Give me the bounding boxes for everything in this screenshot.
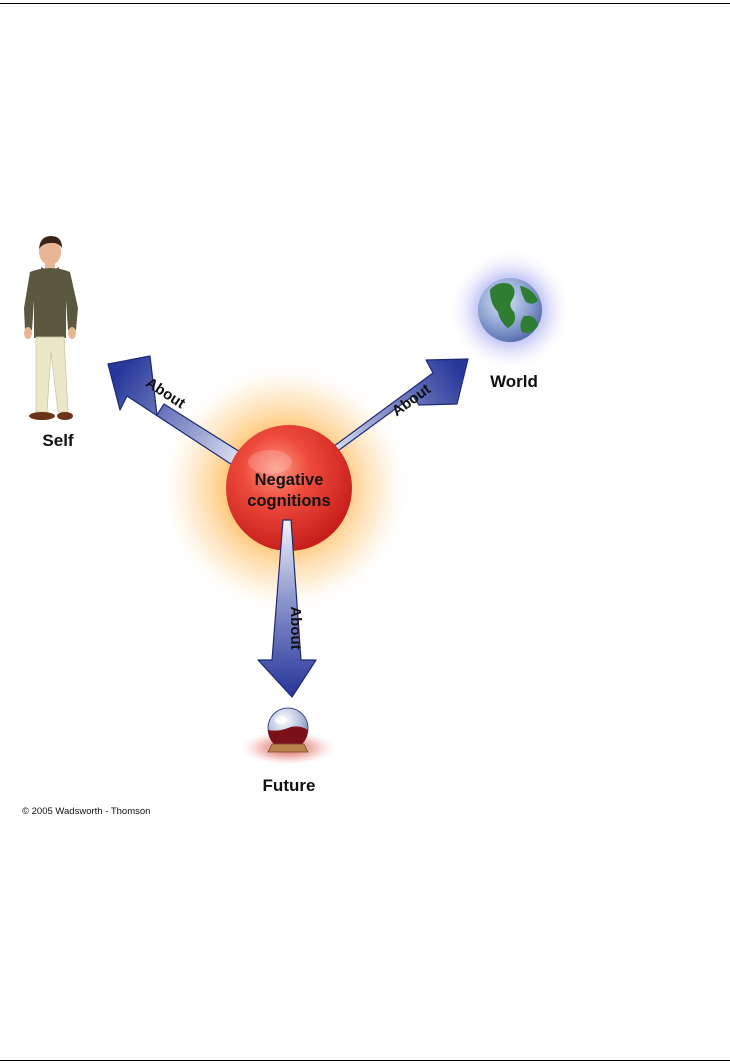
top-rule <box>0 3 730 4</box>
future-label: Future <box>263 776 316 795</box>
arrow-label-future: About <box>287 606 304 649</box>
copyright-credit: © 2005 Wadsworth - Thomson <box>22 806 151 817</box>
arrow-future: About <box>257 519 317 698</box>
bottom-rule <box>0 1060 730 1061</box>
center-label-line2: cognitions <box>247 492 330 510</box>
center-label-line1: Negative <box>255 471 324 489</box>
globe-icon <box>448 248 572 372</box>
negative-cognitions-sphere <box>226 425 352 551</box>
crystal-ball-icon <box>238 707 338 766</box>
self-label: Self <box>42 431 74 450</box>
arrow-self: About <box>107 355 257 471</box>
person-icon <box>24 236 78 420</box>
world-label: World <box>490 372 538 391</box>
